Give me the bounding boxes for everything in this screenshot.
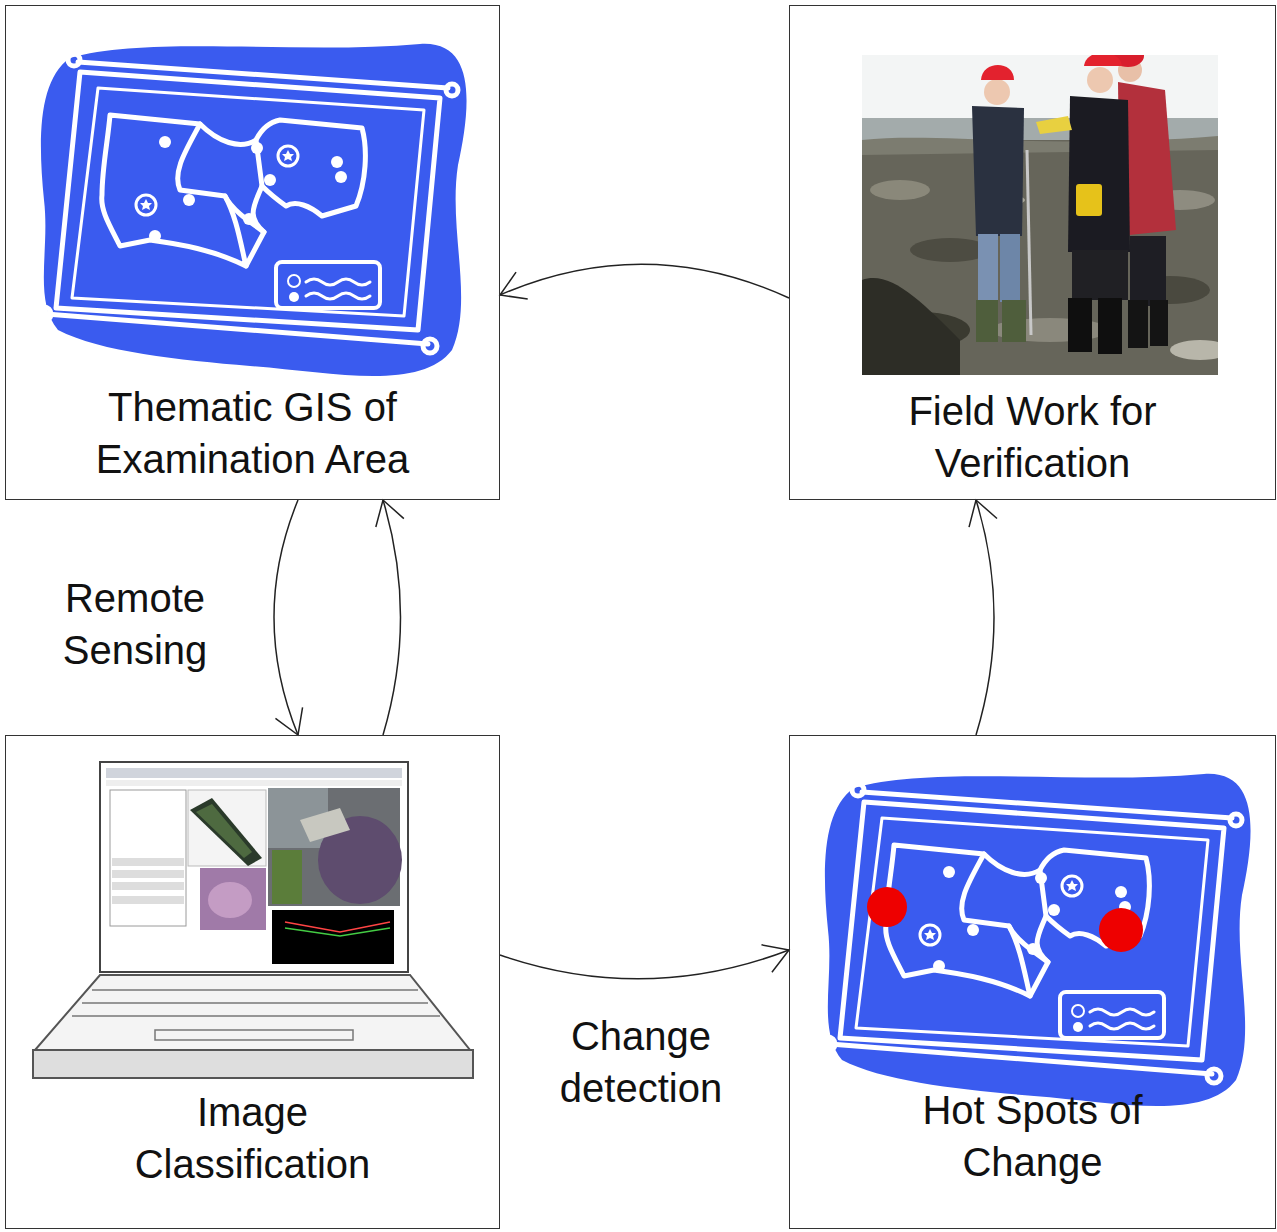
field-photo	[1084, 55, 1122, 66]
field-photo	[1087, 67, 1113, 93]
field-photo	[1130, 236, 1166, 306]
classification-box: Image Classification	[5, 735, 500, 1229]
hotspot-dot	[867, 887, 907, 927]
field-photo	[984, 79, 1010, 105]
connector-line	[976, 500, 994, 735]
field-photo	[1098, 298, 1122, 354]
edge-label-box: Remote Sensing	[40, 572, 230, 676]
laptop	[155, 1030, 353, 1040]
connector-arc	[500, 264, 789, 299]
field-photo	[1170, 340, 1218, 360]
field-photo	[862, 278, 960, 375]
hotspot-dot	[1099, 908, 1143, 952]
edge-label-box: Change detection	[530, 1010, 752, 1114]
fieldwork-box: Field Work for Verification	[789, 5, 1276, 500]
box-label: Hot Spots of Change	[860, 1084, 1205, 1188]
laptop	[112, 896, 184, 904]
field-photo	[976, 300, 998, 342]
laptop	[190, 798, 262, 866]
thematic-map	[37, 44, 467, 376]
laptop	[188, 790, 266, 866]
laptop	[272, 910, 394, 964]
connector-line	[500, 264, 789, 298]
laptop	[112, 882, 184, 890]
laptop	[112, 858, 184, 866]
box-label: Thematic GIS of Examination Area	[80, 381, 425, 485]
laptop	[33, 1050, 473, 1078]
arrowhead	[969, 500, 997, 527]
connector-arc	[969, 500, 997, 735]
hotspot-map	[821, 774, 1251, 1106]
field-photo	[1027, 150, 1031, 335]
field-photo	[1036, 116, 1072, 134]
box-label: Field Work for Verification	[860, 385, 1205, 489]
edge-label: Change detection	[530, 1010, 752, 1114]
arrowhead	[275, 707, 302, 735]
laptop	[300, 808, 350, 842]
gis-box: Thematic GIS of Examination Area	[5, 5, 500, 500]
connector-line	[500, 950, 789, 979]
field-photo	[1072, 250, 1128, 300]
field-photo	[1000, 234, 1020, 302]
field-photo	[972, 106, 1024, 236]
laptop	[112, 870, 184, 878]
field-photo	[1076, 184, 1102, 216]
laptop	[106, 780, 402, 786]
laptop	[110, 790, 186, 926]
edge-label: Remote Sensing	[40, 572, 230, 676]
laptop	[106, 768, 402, 778]
laptop	[100, 762, 408, 972]
connector-arc	[376, 500, 404, 735]
field-photo	[1068, 96, 1130, 252]
hotspot-map	[821, 774, 1251, 1106]
box-label: Image Classification	[80, 1086, 425, 1190]
connector-arc	[274, 500, 303, 735]
field-photo	[862, 55, 1218, 375]
field-photo	[981, 65, 1014, 80]
field-photo	[1150, 300, 1168, 346]
laptop	[208, 882, 252, 918]
laptop	[33, 762, 473, 1078]
field-photo	[870, 180, 930, 200]
field-photo	[1068, 298, 1092, 352]
field-photo	[1128, 300, 1148, 348]
hotspot-box: Hot Spots of Change	[789, 735, 1276, 1229]
arrowhead	[376, 500, 404, 527]
field-photo	[978, 234, 998, 302]
connector-line	[274, 500, 298, 735]
laptop	[35, 975, 470, 1050]
connector-arc	[500, 945, 789, 979]
laptop	[72, 990, 440, 1016]
arrowhead	[500, 272, 528, 299]
laptop	[285, 928, 390, 936]
laptop	[200, 868, 266, 930]
connector-line	[383, 500, 401, 735]
field-photo	[862, 55, 1218, 375]
arrowhead	[761, 945, 789, 972]
field-photo	[1002, 300, 1026, 342]
laptop	[196, 804, 252, 858]
laptop	[272, 850, 302, 904]
